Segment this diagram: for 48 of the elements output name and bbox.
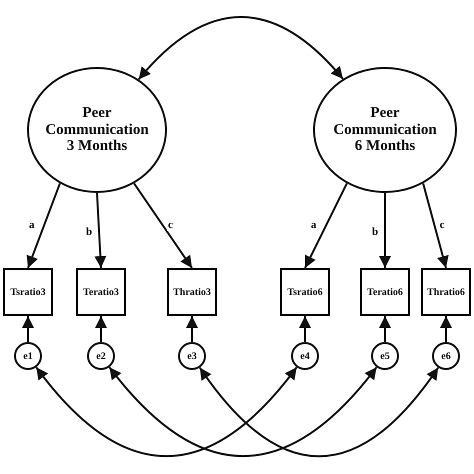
- node-label: Thratio6: [427, 286, 465, 298]
- node-label: e3: [187, 350, 197, 362]
- arrow: [299, 316, 311, 342]
- node-label: e4: [300, 350, 310, 362]
- edge-label: b: [371, 226, 380, 238]
- arrow: [379, 193, 391, 268]
- node-label: e1: [23, 350, 33, 362]
- curved-double-arrow: [108, 366, 378, 457]
- error-term-circle: [432, 342, 460, 370]
- curved-double-arrow: [199, 367, 439, 458]
- edge-label: c: [167, 220, 174, 231]
- node-label: Tsratio6: [287, 286, 323, 298]
- edge-label: a: [28, 220, 36, 231]
- error-term-circle: [178, 342, 206, 370]
- arrow: [22, 316, 34, 342]
- error-term-circle: [371, 342, 399, 370]
- edge-label: c: [438, 220, 446, 231]
- error-term-circle: [14, 342, 42, 370]
- arrow: [94, 192, 106, 268]
- node-label: Tsratio3: [10, 286, 46, 298]
- arrow: [422, 183, 449, 268]
- node-label: Teratio3: [83, 286, 119, 298]
- observed-variable-box: [3, 268, 53, 316]
- arrow: [26, 183, 61, 268]
- node-label: e2: [96, 350, 106, 362]
- curved-double-arrow: [138, 16, 344, 80]
- node-label: Thratio3: [173, 286, 211, 298]
- edge-label: b: [85, 226, 94, 238]
- node-label: e6: [441, 350, 451, 362]
- arrow: [95, 316, 107, 342]
- observed-variable-box: [76, 268, 126, 316]
- node-label: Teratio6: [367, 286, 403, 298]
- arrow: [440, 316, 452, 342]
- arrow: [304, 182, 348, 268]
- arrow: [186, 316, 198, 342]
- arrow: [379, 316, 391, 342]
- node-label: e5: [380, 350, 390, 362]
- curved-double-arrow: [35, 366, 298, 457]
- node-label: Peer Communication 3 Months: [44, 105, 150, 155]
- error-term-circle: [291, 342, 319, 370]
- error-term-circle: [87, 342, 115, 370]
- arrow: [133, 182, 193, 269]
- observed-variable-box: [167, 268, 217, 316]
- observed-variable-box: [360, 268, 410, 316]
- edge-label: a: [310, 220, 318, 231]
- node-label: Peer Communication 6 Months: [332, 105, 438, 155]
- observed-variable-box: [421, 268, 471, 316]
- observed-variable-box: [280, 268, 330, 316]
